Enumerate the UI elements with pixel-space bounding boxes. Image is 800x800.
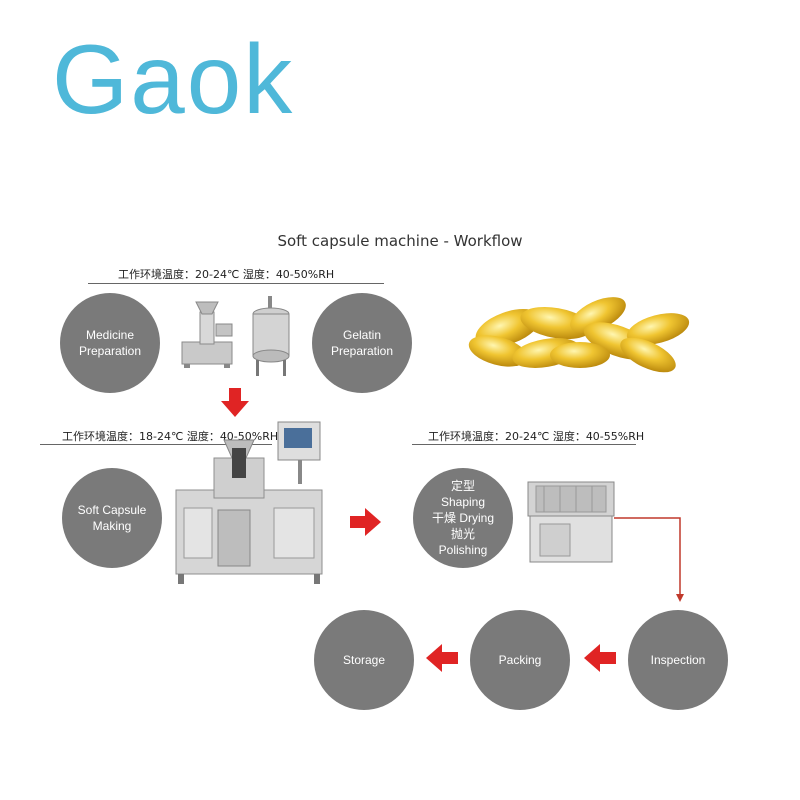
env-rule-middle-left	[40, 444, 272, 445]
env-rule-middle-right	[412, 444, 636, 445]
arrow-down-icon	[221, 388, 249, 417]
step-storage: Storage	[314, 610, 414, 710]
polishing-label: 抛光 Polishing	[438, 527, 488, 558]
env-label-middle-right: 工作环境温度：20-24℃ 湿度：40-55%RH	[428, 430, 645, 443]
env-rule-top	[88, 283, 384, 284]
step-soft-capsule-making: Soft Capsule Making	[62, 468, 162, 568]
brand-logo: Gaok	[52, 24, 295, 134]
step-shaping-drying-polishing: 定型 Shaping 干燥 Drying 抛光 Polishing	[413, 468, 513, 568]
step-medicine-preparation: Medicine Preparation	[60, 293, 160, 393]
shaping-label: 定型 Shaping	[440, 478, 486, 509]
drying-label: 干燥 Drying	[431, 510, 494, 525]
step-inspection: Inspection	[628, 610, 728, 710]
arrow-right-icon	[350, 508, 381, 536]
arrow-left-icon	[584, 644, 616, 672]
diagram-title: Soft capsule machine - Workflow	[277, 232, 523, 250]
step-packing: Packing	[470, 610, 570, 710]
tumble-dryer-icon	[527, 481, 615, 563]
step-gelatin-preparation: Gelatin Preparation	[312, 293, 412, 393]
capsules-photo-icon	[468, 297, 690, 373]
arrow-left-icon	[426, 644, 458, 672]
encapsulation-machine-icon	[175, 421, 323, 584]
gelatin-tank-icon	[252, 296, 290, 376]
env-label-top: 工作环境温度：20-24℃ 湿度：40-50%RH	[118, 268, 335, 281]
mixer-machine-icon	[181, 301, 233, 368]
connector-arrow-icon	[614, 517, 684, 602]
